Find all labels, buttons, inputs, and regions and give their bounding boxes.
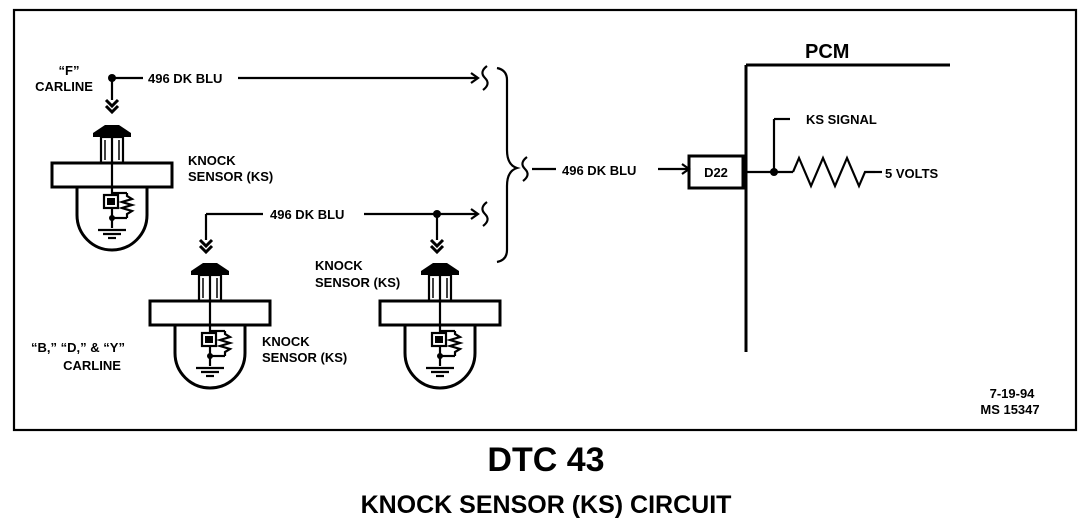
- ks-signal-label: KS SIGNAL: [806, 112, 877, 127]
- reference-voltage-label: 5 VOLTS: [885, 166, 939, 181]
- wire-label-pcm: 496 DK BLU: [562, 163, 636, 178]
- stamp-date: 7-19-94: [990, 386, 1036, 401]
- merge-bracket: [496, 66, 521, 264]
- connector-d22-label: D22: [704, 165, 728, 180]
- carline-f-label-1: “F”: [59, 63, 80, 78]
- knock-sensor-1: [50, 74, 174, 252]
- stamp-id: MS 15347: [980, 402, 1039, 417]
- knock-sensor-1-label-2: SENSOR (KS): [188, 169, 273, 184]
- diagram-frame: [12, 8, 1078, 432]
- knock-sensor-3-label-2: SENSOR (KS): [315, 275, 400, 290]
- wire-label-bdy: 496 DK BLU: [270, 207, 344, 222]
- carline-bdy-label-2: CARLINE: [63, 358, 121, 373]
- splice-dot-bdy: [433, 210, 441, 218]
- carline-f-label-2: CARLINE: [35, 79, 93, 94]
- pull-up-resistor: [791, 155, 875, 189]
- wire-label-f: 496 DK BLU: [148, 71, 222, 86]
- wire-break-pcm: [521, 156, 529, 182]
- diagram-subtitle: KNOCK SENSOR (KS) CIRCUIT: [361, 491, 732, 519]
- knock-sensor-2: [148, 214, 272, 390]
- knock-sensor-2-label-1: KNOCK: [262, 334, 310, 349]
- wire-break-f: [481, 65, 489, 91]
- knock-sensor-3-label-1: KNOCK: [315, 258, 363, 273]
- carline-bdy-label-1: “B,” “D,” & “Y”: [31, 340, 125, 355]
- knock-sensor-2-label-2: SENSOR (KS): [262, 350, 347, 365]
- knock-sensor-1-label-1: KNOCK: [188, 153, 236, 168]
- pcm-label: PCM: [805, 41, 849, 63]
- diagram-title: DTC 43: [487, 441, 604, 479]
- knock-sensor-3: [378, 210, 502, 390]
- wire-break-bdy: [481, 201, 489, 227]
